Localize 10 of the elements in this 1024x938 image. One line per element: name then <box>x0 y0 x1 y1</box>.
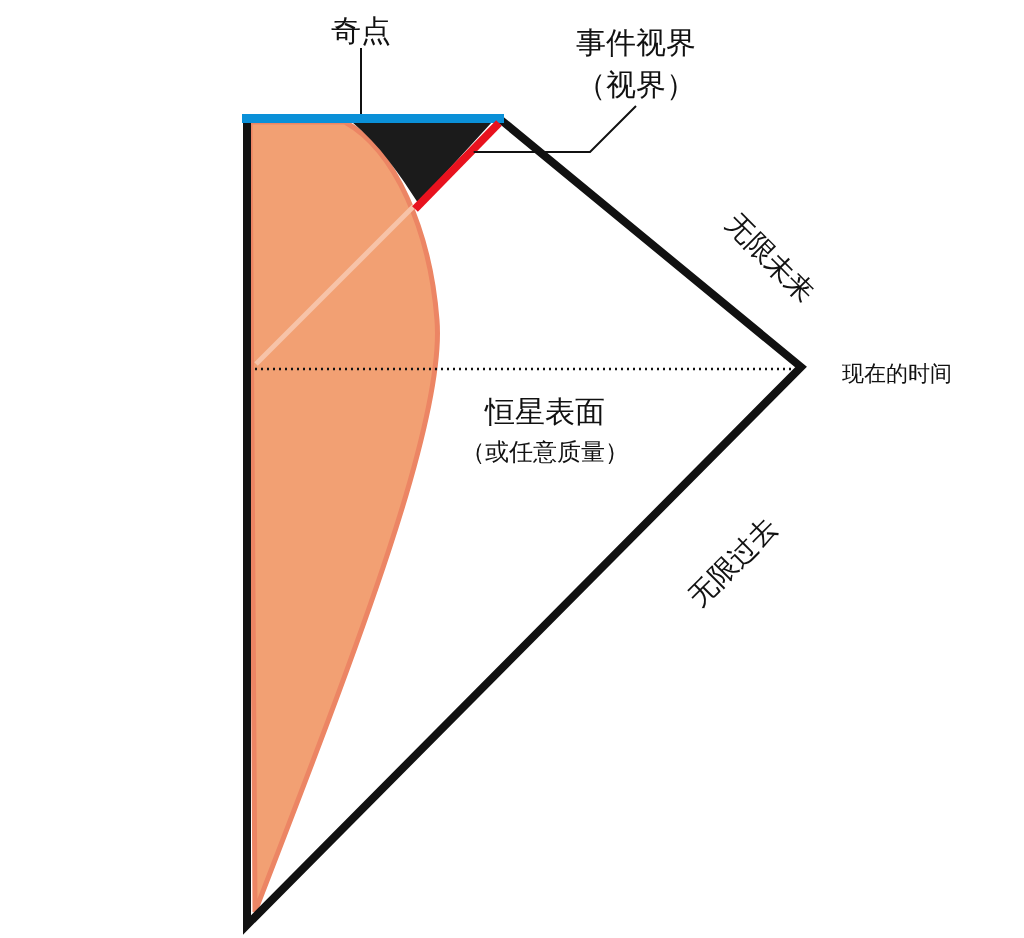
leader-line <box>360 47 362 115</box>
callout-subtitle: （视界） <box>576 66 696 104</box>
time-label: 现在的时间 <box>842 360 952 388</box>
leader-line <box>472 105 637 153</box>
region-label: 恒星表面 <box>485 394 605 430</box>
boundary-label: 无限过去 <box>681 510 785 614</box>
callout-label: 事件视界 <box>576 24 696 62</box>
region-subtitle: （或任意质量） <box>461 437 629 467</box>
callout-label: 奇点 <box>331 12 391 50</box>
boundary-label: 无限未来 <box>718 206 822 310</box>
